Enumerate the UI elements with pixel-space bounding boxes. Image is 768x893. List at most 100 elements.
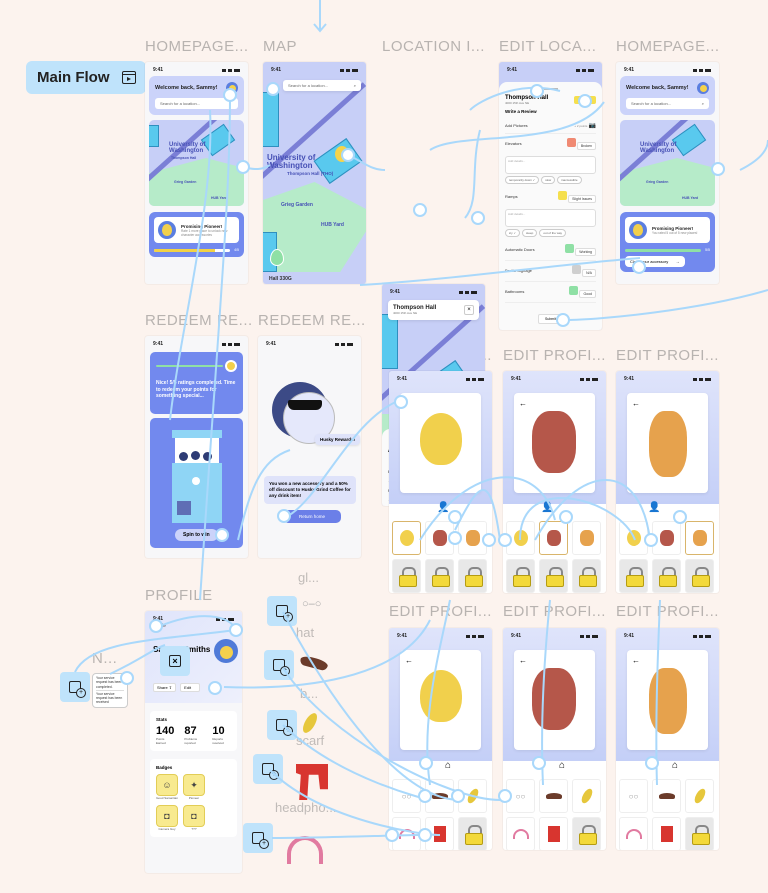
avatar[interactable] [697,82,709,94]
accessory-tile-glasses[interactable]: ○○ [392,779,421,813]
frame-homepage-complete[interactable]: 9:41 Welcome back, Sammy! Search for a l… [616,62,719,284]
notification-component[interactable] [60,672,90,702]
frame-map[interactable]: 9:41 Search for a location...⌕ Universit… [263,62,366,284]
accessory-tile-glasses[interactable]: ○○ [619,779,648,813]
frame-homepage[interactable]: 9:41 Welcome back, Sammy! Search for a l… [145,62,248,284]
accessory-tile-banana[interactable] [458,779,487,813]
status-icons [466,633,484,640]
back-arrow-icon[interactable]: ← [632,656,640,665]
claim-accessory-button[interactable]: Claim your accessory→ [625,256,685,267]
pioneer-card[interactable]: Promising Pioneer!You rated 5 out of 5 n… [620,212,715,272]
frame-redeem-2[interactable]: 9:41 Husky Rewards! You won a new access… [258,336,361,558]
frame-edit-profile-chick[interactable]: 9:41 👤 [389,371,492,593]
back-arrow-icon[interactable]: ← [519,656,527,665]
main-flow-label[interactable]: Main Flow [26,61,146,94]
camera-icon[interactable]: 📷 [588,122,596,129]
character-tile-cat[interactable] [458,521,487,555]
share-button[interactable]: Share ⇧ [153,683,177,692]
locked-tile [572,559,601,593]
back-arrow-icon[interactable]: ← [405,656,413,665]
status-select[interactable]: Slight Issues [568,194,596,203]
character-tile-red-panda[interactable] [425,521,454,555]
return-home-button[interactable]: Return home [283,510,341,523]
user-location-marker[interactable] [270,249,284,266]
back-arrow-icon[interactable]: ← [632,399,640,408]
frame-edit-profile-cat[interactable]: 9:41 ← 👤 [616,371,719,593]
submit-button[interactable]: Submit [538,313,563,324]
search-input[interactable]: Search for a location...⌕ [626,98,709,109]
accessory-tile-hat[interactable] [425,779,454,813]
pioneer-card[interactable]: Promising Pioneer!Rate 1 more place to u… [149,212,244,257]
accessory-tile-banana[interactable] [572,779,601,813]
status-select[interactable]: Good [579,289,596,298]
back-link[interactable]: Profile [153,623,166,628]
tag-chip[interactable]: temporarily down ✓ [505,175,540,184]
accessory-tile-banana[interactable] [685,779,714,813]
location-pin-marker[interactable] [335,146,349,162]
tag-chip[interactable]: inaccessible [557,175,582,184]
frame-edit-profile-accessories-red-panda[interactable]: 9:41 ← ⌂ ○○ [503,628,606,850]
chick-character [420,413,462,465]
frame-redeem-1[interactable]: 9:41 Nice! 5/5 ratings completed. Time t… [145,336,248,558]
accessory-tile-scarf[interactable] [652,817,681,850]
character-tile-red-panda[interactable] [652,521,681,555]
character-tile-chick[interactable] [392,521,421,555]
user-icon[interactable]: 👤 [437,502,450,513]
details-input[interactable]: Add details... [505,208,596,227]
user-icon[interactable]: 👤 [648,502,661,513]
component-scarf[interactable] [253,754,283,784]
accessory-tile-headphones[interactable] [506,817,535,850]
accessory-tile-headphones[interactable] [392,817,421,850]
frame-edit-profile-accessories-chick[interactable]: 9:41 ← ⌂ ○○ [389,628,492,850]
user-icon[interactable]: 👤 [541,502,554,513]
accessory-tile-scarf[interactable] [539,817,568,850]
search-input[interactable]: Search for a location... [155,98,238,109]
tag-chip[interactable]: steep [522,228,538,237]
accessory-tile-hat[interactable] [652,779,681,813]
character-tile-cat[interactable] [685,521,714,555]
character-tile-red-panda[interactable] [539,521,568,555]
badge-pioneer[interactable]: ✦Pioneer [183,774,205,800]
close-button[interactable]: × [464,305,474,315]
badge-unknown[interactable]: ◘??? [183,805,205,831]
component-headphones[interactable] [243,823,273,853]
hanger-icon[interactable]: ⌂ [559,760,566,771]
accessory-tile-headphones[interactable] [619,817,648,850]
component-glasses[interactable] [267,596,297,626]
character-tile-chick[interactable] [506,521,535,555]
tag-chip[interactable]: icy ✓ [505,228,521,237]
back-arrow-icon[interactable]: ← [519,399,527,408]
hanger-icon[interactable]: ⌂ [445,760,452,771]
character-preview: ← [514,650,595,750]
tag-chip[interactable]: out of the way [539,228,567,237]
character-tile-chick[interactable] [619,521,648,555]
avatar[interactable] [226,82,238,94]
hanger-icon[interactable]: ⌂ [672,760,679,771]
frame-edit-profile-red-panda[interactable]: 9:41 ← 👤 [503,371,606,593]
profile-avatar[interactable] [214,639,238,663]
reward-message: You won a new accessory and a 50% off di… [264,476,356,504]
spin-to-win-button[interactable]: Spin to win [175,529,218,541]
details-input[interactable]: Add details... [505,155,596,174]
component-hat[interactable] [264,650,294,680]
status-select[interactable]: Broken [576,141,596,150]
accessory-tile-scarf[interactable] [425,817,454,850]
scarf-icon [296,764,328,800]
badge-camera-guy[interactable]: ◘Camera Guy [156,805,178,831]
accessory-tile-hat[interactable] [539,779,568,813]
status-select[interactable]: N/A [582,268,596,277]
close-component[interactable]: × [160,646,190,676]
status-select[interactable]: Working [575,247,596,256]
component-banana[interactable] [267,710,297,740]
edit-profile-button[interactable]: Edit [180,683,201,692]
frame-edit-profile-accessories-cat[interactable]: 9:41 ← ⌂ ○○ [616,628,719,850]
status-time: 9:41 [507,67,518,73]
character-tile-cat[interactable] [572,521,601,555]
map-search-input[interactable]: Search for a location...⌕ [283,80,361,91]
tag-chip[interactable]: slow [541,175,556,184]
accessory-tile-glasses[interactable]: ○○ [506,779,535,813]
badge-good-samaritan[interactable]: ☺Good Samaritan [156,774,178,800]
